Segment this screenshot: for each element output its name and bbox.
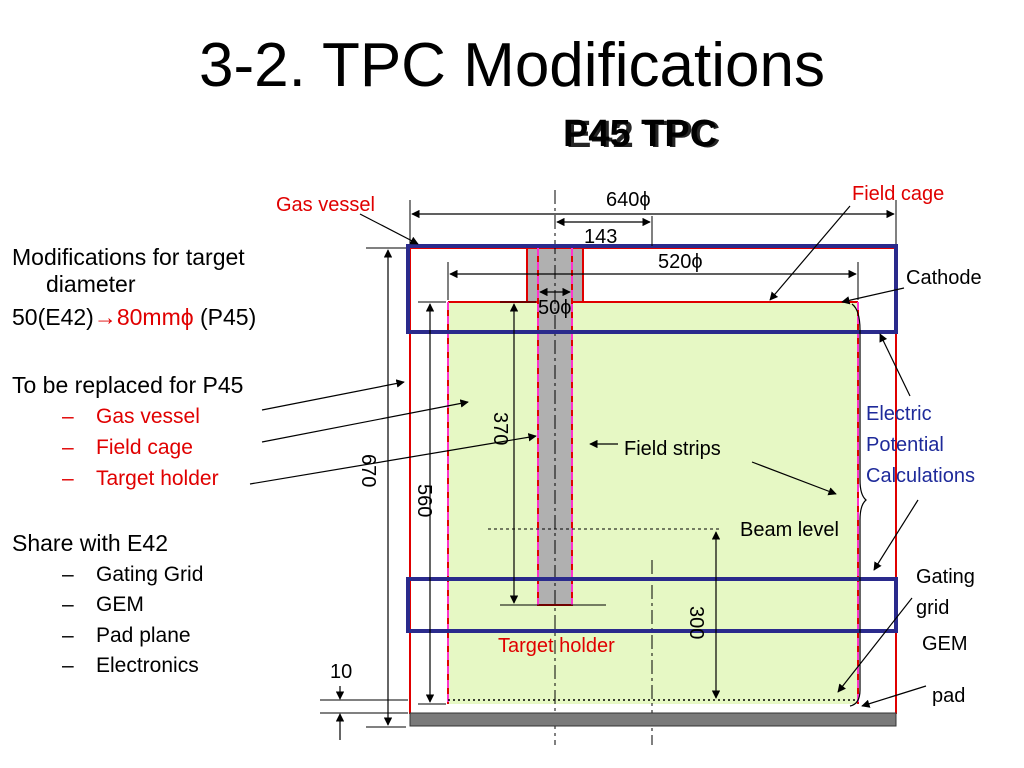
dim-label-560: 560 [413, 484, 435, 518]
callout-field-cage [769, 205, 851, 301]
pad-plane [409, 712, 897, 727]
label-gating-line2: grid [916, 597, 950, 619]
replaced-heading: To be replaced for P45 [12, 372, 244, 398]
dim-label-640: 640ϕ [606, 189, 651, 211]
callout-replaced-field-cage [261, 399, 469, 443]
callout-electric-potential-bottom [873, 499, 919, 571]
label-gem: GEM [922, 633, 968, 655]
tpc-label-e42: E42 TPC [566, 114, 721, 156]
replaced-item-target-holder: –Target holder [62, 467, 219, 490]
label-electric-line3: Calculations [866, 465, 975, 487]
share-item-label: Electronics [96, 654, 199, 677]
callout-gas-vessel [359, 213, 419, 245]
callout-gem [837, 597, 913, 693]
label-field-cage: Field cage [852, 183, 945, 205]
label-field-strips: Field strips [624, 438, 721, 460]
replaced-item-label: Target holder [96, 467, 219, 490]
tpc-label-p45: P45 TPC [563, 113, 718, 155]
callout-field-strips-right [751, 461, 837, 496]
callout-replaced-gas-vessel [261, 379, 405, 411]
share-item-label: Pad plane [96, 624, 191, 647]
dim-label-50: 50ϕ [538, 297, 572, 319]
callout-electric-potential-top [879, 333, 911, 397]
label-electric-line1: Electric [866, 403, 932, 425]
label-target-holder: Target holder [498, 635, 615, 657]
label-gas-vessel: Gas vessel [276, 194, 375, 216]
share-item-pad-plane: –Pad plane [62, 624, 191, 647]
label-gating-line1: Gating [916, 566, 975, 588]
replaced-item-label: Gas vessel [96, 405, 200, 428]
dim-label-670: 670 [357, 454, 379, 488]
callout-replaced-target-holder [249, 433, 537, 485]
mod-heading-line1: Modifications for target [12, 244, 245, 270]
dim-label-10: 10 [330, 661, 353, 683]
mod-detail-highlight: →80mmϕ [93, 304, 194, 330]
callout-cathode [841, 287, 905, 305]
share-item-label: Gating Grid [96, 563, 204, 586]
share-item-label: GEM [96, 593, 144, 616]
replaced-item-gas-vessel: –Gas vessel [62, 405, 200, 428]
label-pad: pad [932, 685, 966, 707]
share-item-gating-grid: –Gating Grid [62, 563, 204, 586]
share-item-electronics: –Electronics [62, 654, 199, 677]
mod-heading-line2: diameter [46, 271, 136, 297]
mod-detail-suffix: (P45) [193, 304, 257, 330]
label-electric-line2: Potential [866, 434, 944, 456]
dim-label-520: 520ϕ [658, 251, 703, 273]
share-heading: Share with E42 [12, 530, 168, 556]
electric-potential-brace [849, 303, 867, 707]
page-title: 3-2. TPC Modifications [199, 31, 825, 100]
gating-grid-frame [406, 577, 898, 633]
dim-label-370: 370 [489, 412, 511, 446]
callout-pad [861, 685, 927, 708]
dim-label-300: 300 [685, 606, 707, 640]
replaced-item-field-cage: –Field cage [62, 436, 193, 459]
label-beam-level: Beam level [740, 519, 839, 541]
dim-label-143: 143 [584, 226, 618, 248]
mod-detail-prefix: 50(E42) [12, 304, 94, 330]
label-cathode: Cathode [906, 267, 982, 289]
mod-detail: 50(E42)→80mmϕ (P45) [12, 304, 256, 331]
share-item-gem: –GEM [62, 593, 144, 616]
replaced-item-label: Field cage [96, 436, 193, 459]
